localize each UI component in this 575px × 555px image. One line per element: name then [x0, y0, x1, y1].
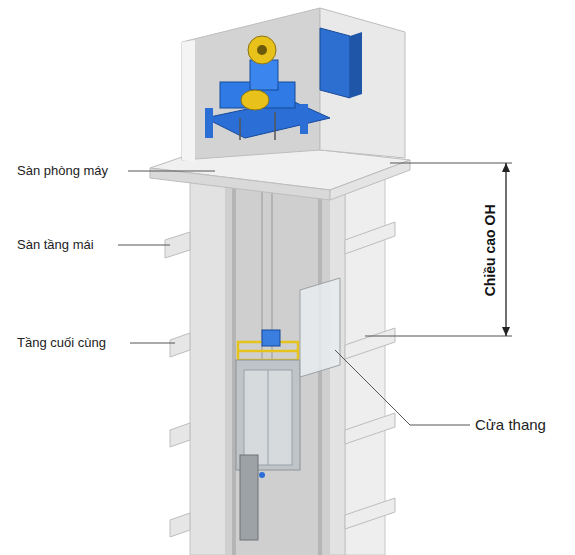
- dimension-label: Chiều cao OH: [482, 204, 499, 296]
- floor-label: Tầng cuối cùng: [17, 335, 106, 351]
- part-label: Cửa thang: [475, 416, 546, 434]
- floor-label: Sàn phòng máy: [17, 163, 108, 179]
- floor-label: Sàn tầng mái: [17, 237, 94, 253]
